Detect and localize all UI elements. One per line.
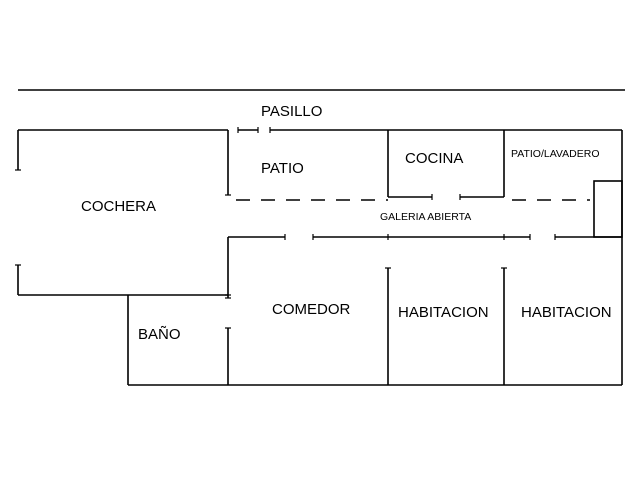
label-comedor: COMEDOR (272, 301, 351, 318)
label-patio: PATIO (261, 160, 304, 177)
kitchen-walls (387, 130, 505, 200)
label-patio-lavadero: PATIO/LAVADERO (511, 148, 600, 160)
label-habitacion-2: HABITACION (521, 304, 612, 321)
lower-walls (127, 237, 623, 386)
label-pasillo: PASILLO (261, 103, 322, 120)
label-cochera: COCHERA (81, 198, 156, 215)
garage-walls (15, 129, 231, 296)
gallery-bottom-wall (228, 234, 622, 240)
label-cocina: COCINA (405, 150, 463, 167)
label-habitacion-1: HABITACION (398, 304, 489, 321)
label-bano: BAÑO (138, 326, 181, 343)
label-galeria-abierta: GALERIA ABIERTA (380, 211, 471, 223)
laundry-tank (593, 180, 623, 238)
